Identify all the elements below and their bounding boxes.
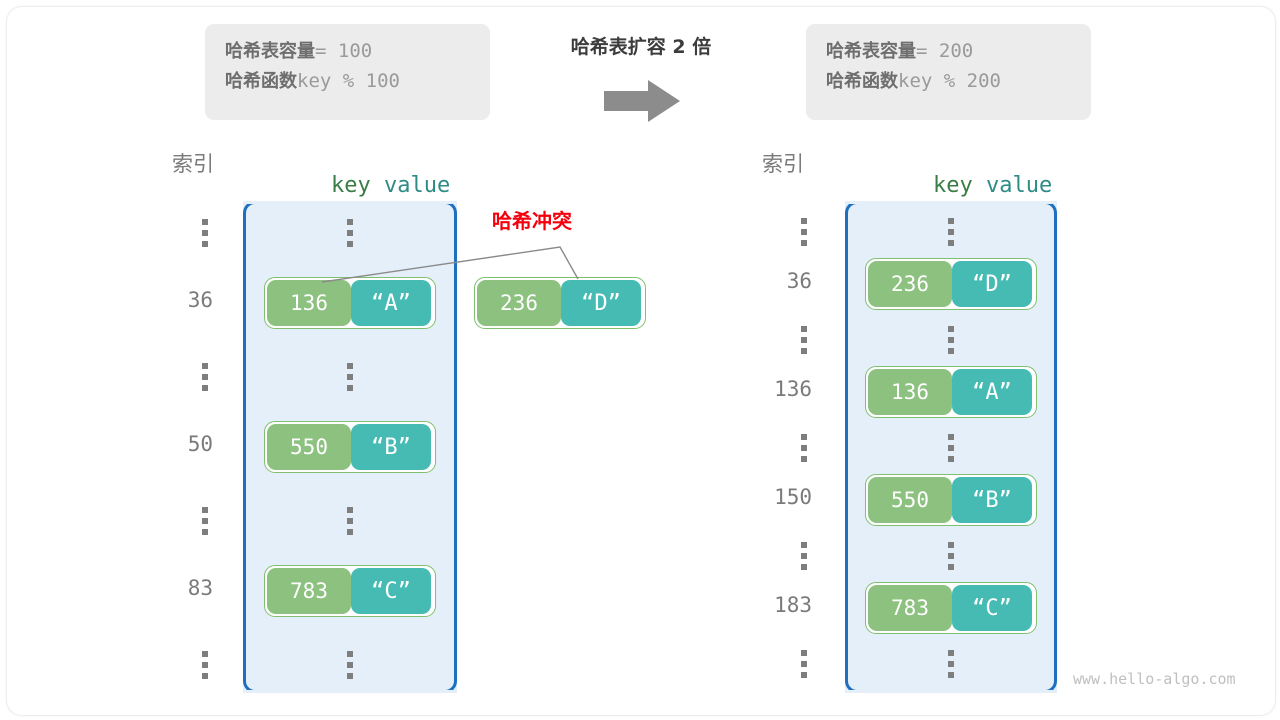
before-capacity-label: 哈希表容量	[225, 41, 315, 62]
value-cell: “D”	[952, 261, 1032, 307]
vertical-ellipsis-icon	[801, 218, 807, 246]
key-cell: 783	[868, 585, 952, 631]
bucket-vertical-ellipsis-icon	[347, 363, 353, 391]
collision-pair: 236 “D”	[474, 277, 646, 329]
row-index-label: 36	[187, 288, 213, 312]
bucket-vertical-ellipsis-icon	[347, 219, 353, 247]
after-info-box: 哈希表容量= 200 哈希函数key % 200	[806, 24, 1091, 120]
bucket-right-edge	[440, 201, 457, 693]
before-hash-label: 哈希函数	[225, 71, 297, 92]
bucket-right-edge	[1040, 201, 1057, 693]
vertical-ellipsis-icon	[202, 651, 208, 679]
watermark: www.hello-algo.com	[1073, 670, 1236, 688]
before-hash-value: key % 100	[297, 70, 400, 92]
before-index-header: 索引	[172, 152, 214, 176]
bucket-left-edge	[243, 201, 260, 693]
value-cell: “C”	[952, 585, 1032, 631]
before-capacity-line: 哈希表容量= 100	[225, 36, 470, 66]
key-cell: 783	[267, 568, 351, 614]
after-hash-line: 哈希函数key % 200	[826, 66, 1071, 96]
row-index-label: 136	[774, 377, 812, 401]
before-hash-line: 哈希函数key % 100	[225, 66, 470, 96]
before-capacity-value: = 100	[315, 40, 373, 62]
value-cell: “B”	[952, 477, 1032, 523]
vertical-ellipsis-icon	[801, 434, 807, 462]
table-row: 783“C”	[264, 565, 436, 617]
right-arrow-icon	[604, 80, 680, 126]
table-row: 550“B”	[264, 421, 436, 473]
collision-label: 哈希冲突	[492, 209, 572, 233]
bucket-vertical-ellipsis-icon	[948, 434, 954, 462]
before-key-header: key	[330, 173, 371, 198]
row-index-label: 83	[187, 576, 213, 600]
key-cell: 136	[267, 280, 351, 326]
value-cell: “A”	[351, 280, 431, 326]
before-value-header: value	[383, 173, 451, 198]
after-hash-label: 哈希函数	[826, 71, 898, 92]
table-row: 236“D”	[865, 258, 1037, 310]
bucket-vertical-ellipsis-icon	[948, 218, 954, 246]
bucket-vertical-ellipsis-icon	[948, 650, 954, 678]
after-value-header: value	[985, 173, 1053, 198]
bucket-top-open	[848, 201, 1054, 204]
value-cell: “C”	[351, 568, 431, 614]
bucket-top-open	[246, 201, 454, 204]
after-capacity-value: = 200	[916, 40, 974, 62]
key-cell: 236	[868, 261, 952, 307]
after-capacity-line: 哈希表容量= 200	[826, 36, 1071, 66]
after-index-header: 索引	[762, 152, 804, 176]
key-cell: 550	[267, 424, 351, 470]
after-column-headers: key value	[880, 148, 1052, 223]
bucket-bottom-open	[848, 690, 1054, 693]
bucket-vertical-ellipsis-icon	[948, 326, 954, 354]
value-cell: “B”	[351, 424, 431, 470]
key-cell: 136	[868, 369, 952, 415]
vertical-ellipsis-icon	[202, 507, 208, 535]
table-row: 550“B”	[865, 474, 1037, 526]
vertical-ellipsis-icon	[202, 219, 208, 247]
row-index-label: 36	[786, 269, 812, 293]
vertical-ellipsis-icon	[801, 650, 807, 678]
vertical-ellipsis-icon	[801, 326, 807, 354]
before-column-headers: key value	[278, 148, 450, 223]
after-hash-value: key % 200	[898, 70, 1001, 92]
table-row: 136“A”	[264, 277, 436, 329]
bucket-left-edge	[845, 201, 862, 693]
table-row: 136“A”	[865, 366, 1037, 418]
after-capacity-label: 哈希表容量	[826, 41, 916, 62]
collision-key-cell: 236	[477, 280, 561, 326]
after-key-header: key	[932, 173, 973, 198]
transition-title: 哈希表扩容 2 倍	[570, 36, 712, 58]
row-index-label: 50	[187, 432, 213, 456]
bucket-vertical-ellipsis-icon	[347, 507, 353, 535]
bucket-bottom-open	[246, 690, 454, 693]
vertical-ellipsis-icon	[202, 363, 208, 391]
value-cell: “A”	[952, 369, 1032, 415]
vertical-ellipsis-icon	[801, 542, 807, 570]
row-index-label: 183	[774, 593, 812, 617]
collision-value-cell: “D”	[561, 280, 641, 326]
page-frame	[6, 6, 1276, 716]
bucket-vertical-ellipsis-icon	[347, 651, 353, 679]
bucket-vertical-ellipsis-icon	[948, 542, 954, 570]
key-cell: 550	[868, 477, 952, 523]
before-info-box: 哈希表容量= 100 哈希函数key % 100	[205, 24, 490, 120]
table-row: 783“C”	[865, 582, 1037, 634]
row-index-label: 150	[774, 485, 812, 509]
